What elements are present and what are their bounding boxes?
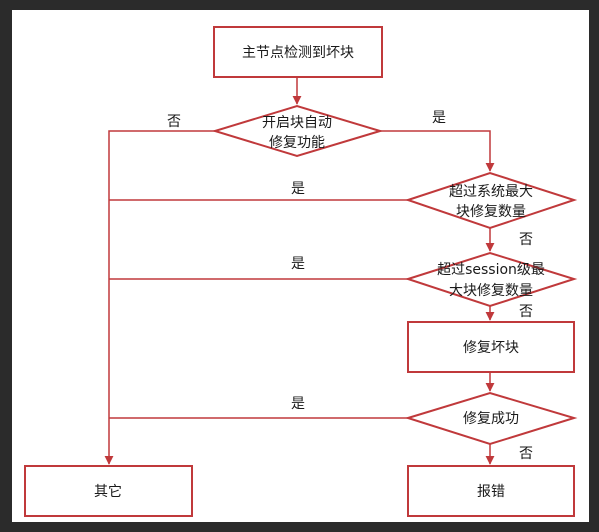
repair-box (407, 321, 575, 373)
decision-auto-label-1: 开启块自动 (262, 115, 332, 131)
edge-label-auto-yes: 是 (432, 110, 446, 126)
edge-auto-yes (380, 130, 495, 172)
start-box (213, 26, 383, 78)
decision-auto-label-2: 修复功能 (269, 134, 325, 151)
decision-session-label-1: 超过session级最 (437, 262, 545, 278)
error-label: 报错 (477, 484, 505, 500)
edge-label-session-no: 否 (519, 304, 533, 320)
edge-label-system-no: 否 (519, 232, 533, 248)
decision-success-diamond (404, 391, 578, 446)
decision-system-label-2: 块修复数量 (456, 203, 526, 220)
other-box (24, 465, 193, 517)
decision-session-diamond (404, 251, 578, 308)
edge-label-auto-no: 否 (167, 114, 181, 130)
edge-label-success-no: 否 (519, 446, 533, 462)
decision-system-diamond (404, 171, 578, 230)
edge-label-success-yes: 是 (291, 396, 305, 412)
edge-label-system-yes: 是 (291, 181, 305, 197)
decision-success-label: 修复成功 (463, 410, 519, 427)
flowchart: 主节点检测到坏块 开启块自动 修复功能 超过系统最大 块修复数量 超过sessi… (24, 26, 578, 517)
other-label: 其它 (94, 483, 122, 500)
error-box (407, 465, 575, 517)
start-label: 主节点检测到坏块 (242, 45, 354, 61)
repair-label: 修复坏块 (463, 339, 519, 356)
edge-auto-no (104, 130, 215, 465)
decision-system-label-1: 超过系统最大 (449, 184, 533, 200)
decision-session-label-2: 大块修复数量 (449, 282, 533, 299)
edge-label-session-yes: 是 (291, 256, 305, 272)
flowchart-canvas: 主节点检测到坏块 开启块自动 修复功能 超过系统最大 块修复数量 超过sessi… (12, 10, 589, 522)
